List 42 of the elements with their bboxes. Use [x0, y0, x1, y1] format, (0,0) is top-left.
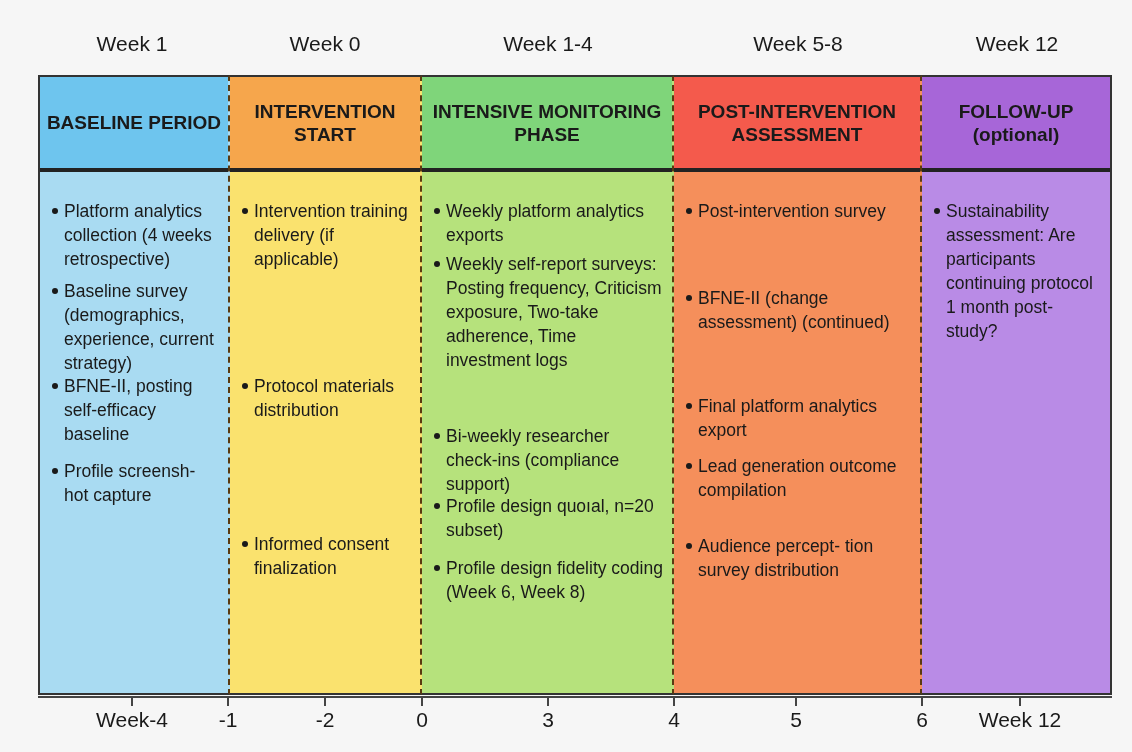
tick-label: 4	[668, 708, 680, 732]
bullet-text: Audience percept- tion survey distribution	[698, 535, 875, 582]
phase-header: INTENSIVE MONITORING PHASE	[422, 77, 672, 172]
phase-header: FOLLOW-UP (optional)	[922, 77, 1110, 172]
bullet-text: Lead generation outcome compilation	[698, 455, 898, 502]
week-heading: Week 1-4	[503, 32, 593, 56]
bullet-text: Bi-weekly researcher check-ins (compliance support)	[446, 425, 621, 496]
phase-header: INTERVENTION START	[230, 77, 420, 172]
bullet-text: Profile design quoıal, n=20 subset)	[446, 495, 655, 542]
bullet-text: Baseline survey (demographics, experience, current strategy)	[64, 280, 215, 375]
tick-label: 3	[542, 708, 554, 732]
bullet-text: BFNE-II (change assessment) (continued)	[698, 287, 891, 334]
bullet-text: Weekly self-report surveys: Posting frequency, Criticism exposure, Two-take adherence, Time investment logs	[446, 253, 663, 372]
tick-label: Week-4	[96, 708, 168, 732]
tick-label: Week 12	[978, 708, 1062, 732]
bullet-text: Weekly platform analytics exports	[446, 200, 646, 247]
bullet-text: Informed consent finalization	[254, 533, 391, 580]
phase-column	[230, 75, 422, 695]
week-heading: Week 1	[96, 32, 168, 56]
bullet-text: Profile screensh- hot capture	[64, 460, 197, 507]
week-heading: Week 5-8	[753, 32, 843, 56]
bullet-text: Sustainability assessment: Are participants continuing protocol 1 month post-study?	[946, 200, 1094, 343]
tick-label: 6	[916, 708, 928, 732]
bullet-text: Post-intervention survey	[698, 200, 887, 223]
week-heading: Week 12	[975, 32, 1059, 56]
phase-column	[422, 75, 674, 695]
tick-label: -2	[315, 708, 335, 732]
bullet-text: Platform analytics collection (4 weeks retrospective)	[64, 200, 213, 271]
tick-label: 5	[790, 708, 802, 732]
phase-header: POST-INTERVENTION ASSESSMENT	[674, 77, 920, 172]
bullet-text: Final platform analytics export	[698, 395, 878, 442]
phase-column	[38, 75, 230, 695]
week-heading: Week 0	[289, 32, 361, 56]
bullet-text: Profile design fidelity coding (Week 6, Week 8)	[446, 557, 664, 604]
phase-header: BASELINE PERIOD	[40, 77, 228, 172]
tick-label: -1	[218, 708, 238, 732]
tick-label: 0	[416, 708, 428, 732]
bullet-text: BFNE-II, posting self-efficacy baseline	[64, 375, 194, 446]
bullet-text: Intervention training delivery (if applicable)	[254, 200, 409, 271]
phase-column	[922, 75, 1112, 695]
phase-column	[674, 75, 922, 695]
bullet-text: Protocol materials distribution	[254, 375, 396, 422]
